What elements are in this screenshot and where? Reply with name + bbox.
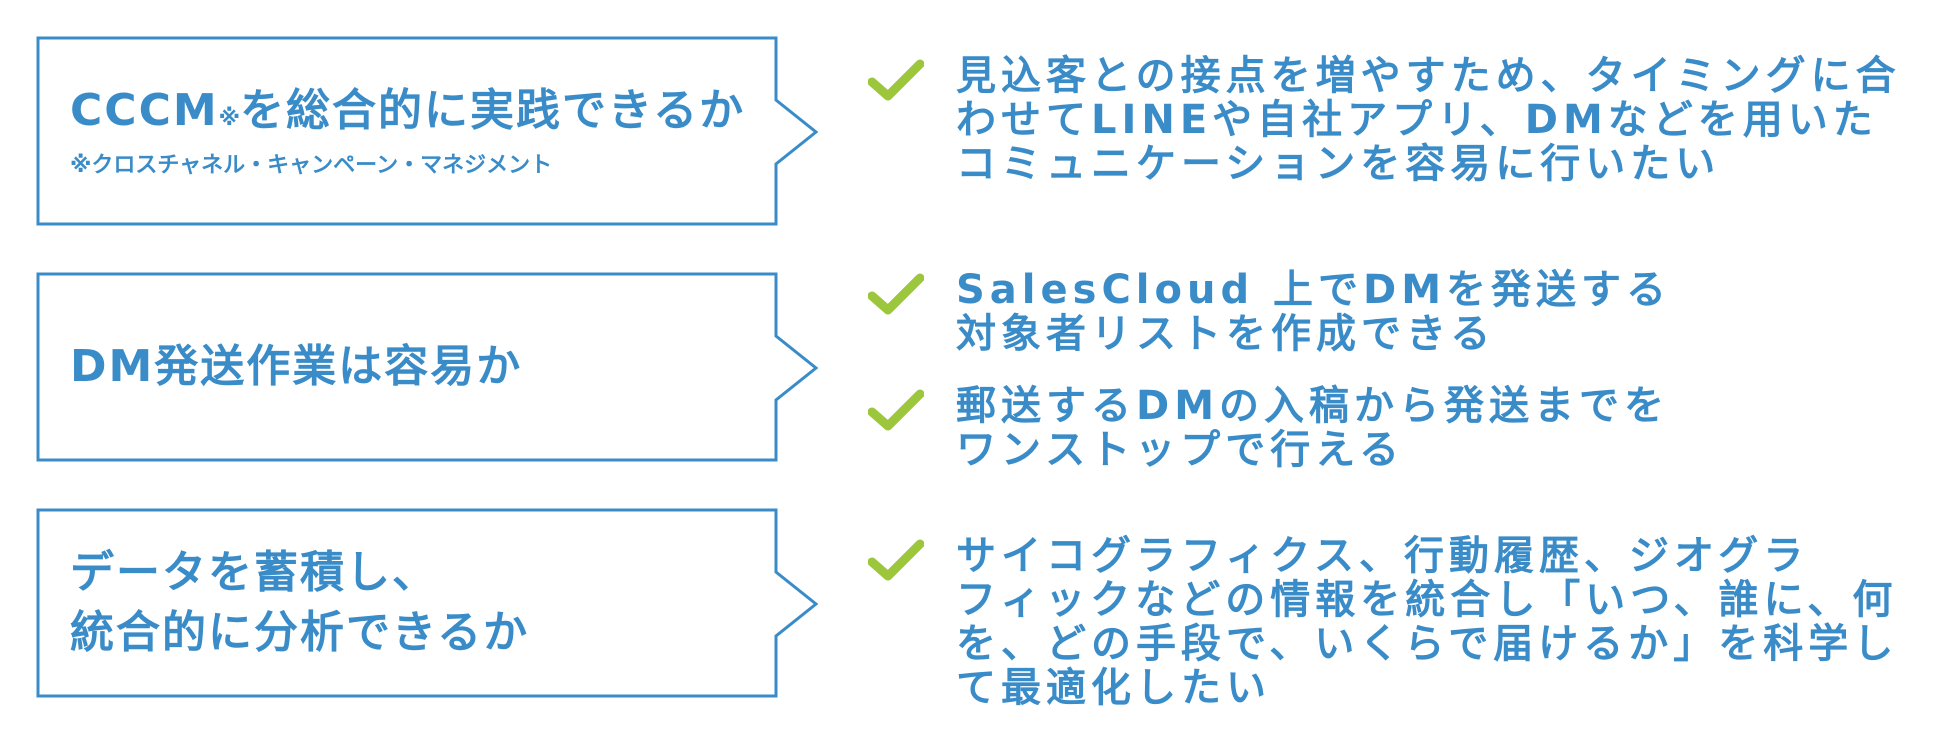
arrow-box-shape bbox=[36, 36, 819, 226]
benefit-text-line: 見込客との接点を増やすため、タイミングに合 bbox=[956, 53, 1901, 99]
benefit-text: SalesCloud 上でDMを発送する 対象者リストを作成できる bbox=[956, 268, 1938, 356]
benefit-item: 見込客との接点を増やすため、タイミングに合 わせてLINEや自社アプリ、DMなど… bbox=[868, 54, 1938, 186]
check-icon bbox=[868, 59, 924, 101]
benefit-text-line: て最適化したい bbox=[956, 665, 1271, 711]
criteria-title-rest: を総合的に実践できるか bbox=[240, 85, 746, 136]
check-icon bbox=[868, 389, 924, 431]
benefit-text-line: ワンストップで行える bbox=[956, 427, 1404, 473]
criteria-footnote: ※クロスチャネル・キャンペーン・マネジメント bbox=[70, 153, 553, 178]
benefit-text-line: を、どの手段で、いくらで届けるか」を科学し bbox=[956, 621, 1899, 667]
criteria-box-content: データを蓄積し、 統合的に分析できるか bbox=[70, 508, 756, 698]
criteria-box-cccm: CCCM※を総合的に実践できるか ※クロスチャネル・キャンペーン・マネジメント bbox=[36, 36, 836, 226]
criteria-title: データを蓄積し、 統合的に分析できるか bbox=[70, 543, 756, 663]
criteria-box-data: データを蓄積し、 統合的に分析できるか bbox=[36, 508, 836, 698]
benefit-text: 郵送するDMの入稿から発送までを ワンストップで行える bbox=[956, 384, 1938, 472]
benefit-list: SalesCloud 上でDMを発送する 対象者リストを作成できる 郵送するDM… bbox=[868, 268, 1938, 472]
benefit-text-line: 郵送するDMの入稿から発送までを bbox=[956, 383, 1670, 429]
criteria-box-dm: DM発送作業は容易か bbox=[36, 272, 836, 462]
criteria-title-line: データを蓄積し、 bbox=[70, 547, 438, 598]
arrow-box-shape bbox=[36, 508, 819, 698]
criteria-box-content: CCCM※を総合的に実践できるか ※クロスチャネル・キャンペーン・マネジメント bbox=[70, 36, 756, 226]
arrow-box-shape bbox=[36, 272, 819, 462]
footnote-mark: ※ bbox=[218, 106, 241, 131]
benefit-text-line: SalesCloud 上でDMを発送する bbox=[956, 267, 1672, 313]
benefit-item: サイコグラフィクス、行動履歴、ジオグラ フィックなどの情報を統合し「いつ、誰に、… bbox=[868, 534, 1938, 710]
criteria-title-line: 統合的に分析できるか bbox=[70, 607, 530, 658]
benefit-list: 見込客との接点を増やすため、タイミングに合 わせてLINEや自社アプリ、DMなど… bbox=[868, 54, 1938, 186]
benefit-text-line: 対象者リストを作成できる bbox=[956, 311, 1496, 357]
criteria-title: CCCM※を総合的に実践できるか bbox=[70, 81, 756, 149]
check-icon bbox=[868, 539, 924, 581]
benefit-text-line: フィックなどの情報を統合し「いつ、誰に、何 bbox=[956, 577, 1898, 623]
criteria-box-content: DM発送作業は容易か bbox=[70, 272, 756, 462]
benefit-text: 見込客との接点を増やすため、タイミングに合 わせてLINEや自社アプリ、DMなど… bbox=[956, 54, 1938, 186]
benefit-text: サイコグラフィクス、行動履歴、ジオグラ フィックなどの情報を統合し「いつ、誰に、… bbox=[956, 534, 1938, 710]
benefit-item: SalesCloud 上でDMを発送する 対象者リストを作成できる bbox=[868, 268, 1938, 356]
benefit-text-line: コミュニケーションを容易に行いたい bbox=[956, 141, 1721, 187]
benefit-item: 郵送するDMの入稿から発送までを ワンストップで行える bbox=[868, 384, 1938, 472]
criteria-title-abbr: CCCM bbox=[70, 85, 219, 136]
check-icon bbox=[868, 273, 924, 315]
criteria-title: DM発送作業は容易か bbox=[70, 341, 523, 392]
benefit-list: サイコグラフィクス、行動履歴、ジオグラ フィックなどの情報を統合し「いつ、誰に、… bbox=[868, 534, 1938, 710]
benefit-text-line: わせてLINEや自社アプリ、DMなどを用いた bbox=[956, 97, 1878, 143]
benefit-text-line: サイコグラフィクス、行動履歴、ジオグラ bbox=[956, 533, 1809, 579]
